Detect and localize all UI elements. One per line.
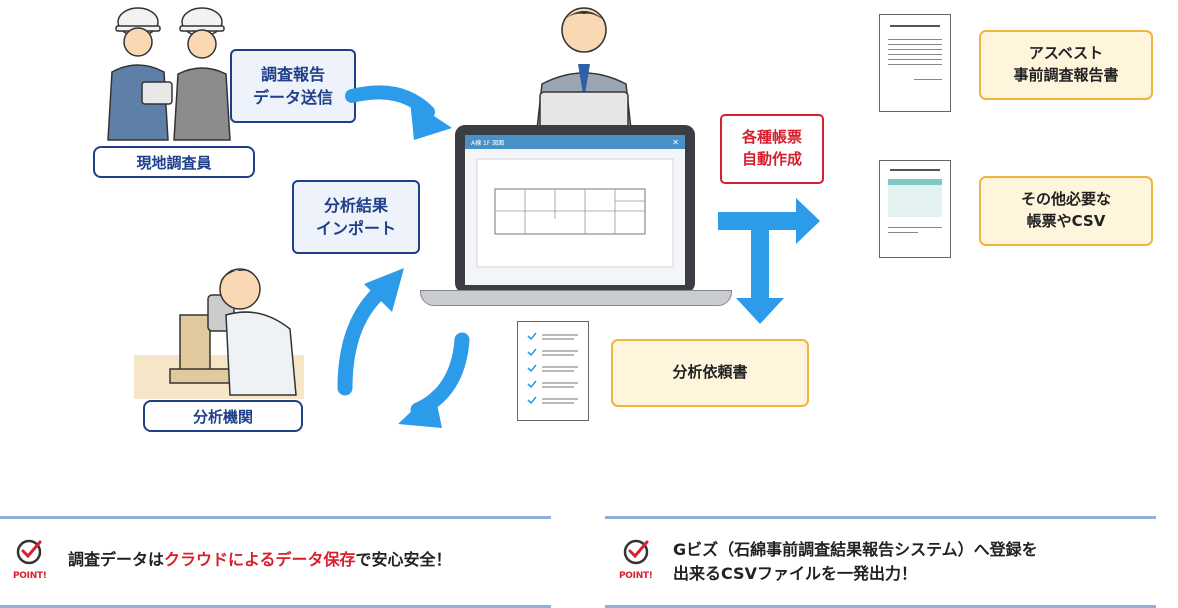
send-data-label: 調査報告 データ送信 [230,49,356,123]
point-text-1-before: 調査データは [68,550,165,569]
right-arrow-icon [796,198,820,244]
laptop-screen: A棟 1F 図面 ✕ [465,135,685,285]
checklist-document-icon [517,321,589,421]
arrows-layer [337,85,820,428]
down-arrow-icon [736,298,784,324]
office-worker-illustration [535,7,633,139]
csv-document-icon [879,160,951,258]
point-text-2-line2: 出来るCSVファイルを一発出力！ [673,564,917,583]
floor-plan-drawing [476,158,674,268]
import-arrow-icon [337,282,390,396]
lab-label: 分析機関 [143,400,303,432]
auto-create-label: 各種帳票 自動作成 [720,114,824,184]
send-data-line1: 調査報告 [260,64,325,84]
screen-title: A棟 1F 図面 [471,139,505,147]
point-bar-1 [0,516,551,608]
send-data-line2: データ送信 [252,88,333,107]
import-results-label: 分析結果 インポート [292,180,420,254]
auto-create-line1: 各種帳票 [741,128,802,147]
point-text-2: Gビズ（石綿事前調査結果報告システム）へ登録を 出来るCSVファイルを一発出力！ [673,538,1038,586]
import-results-line2: インポート [315,219,396,238]
surveyor-label: 現地調査員 [93,146,255,178]
point-bar-2 [605,516,1156,608]
lab-scientist-illustration [134,268,304,399]
other-forms-box: その他必要な 帳票やCSV [979,176,1153,246]
point-text-1-highlight: クラウドによるデータ保存 [164,550,356,569]
close-icon[interactable]: ✕ [672,137,679,147]
point-text-1-after: で安心安全！ [355,550,452,569]
analysis-request-box: 分析依頼書 [611,339,809,407]
send-arrow-icon [345,85,435,119]
import-results-line1: 分析結果 [323,195,388,215]
screen-titlebar: A棟 1F 図面 ✕ [465,135,685,149]
asbestos-report-line2: 事前調査報告書 [1013,66,1119,84]
point-text-1: 調査データはクラウドによるデータ保存で安心安全！ [68,548,452,572]
other-forms-line1: その他必要な [1020,190,1111,209]
point-badge-2: POINT! [619,571,653,581]
point-check-icon [16,539,42,565]
asbestos-report-line1: アスベスト [1028,44,1104,63]
point-badge-1: POINT! [13,571,47,581]
point-text-2-line1: Gビズ（石綿事前調査結果報告システム）へ登録を [673,540,1038,559]
asbestos-report-box: アスベスト 事前調査報告書 [979,30,1153,100]
other-forms-line2: 帳票やCSV [1026,212,1106,230]
surveyor-workers-illustration [107,7,231,141]
point-check-icon [623,539,649,565]
report-document-icon [879,14,951,112]
auto-create-line2: 自動作成 [741,150,802,168]
laptop-base [420,290,732,306]
